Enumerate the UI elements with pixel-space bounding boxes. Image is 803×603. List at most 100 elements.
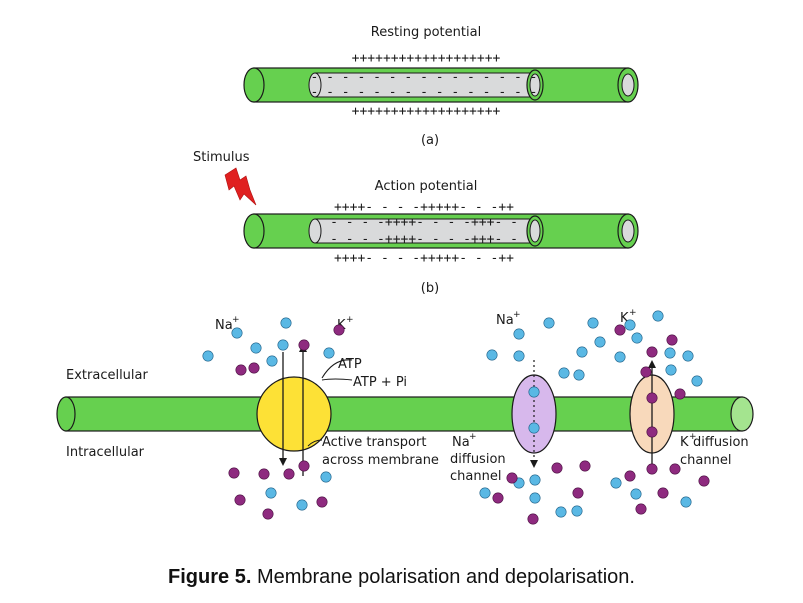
na-channel-top-ion-sup: + xyxy=(513,310,521,320)
potassium-ion xyxy=(298,339,310,351)
potassium-diffusion-channel xyxy=(629,360,675,472)
k-channel-top-ion: K xyxy=(620,311,629,326)
sodium-ion xyxy=(231,327,243,339)
sodium-ion xyxy=(513,350,525,362)
panel-b-outer-bottom-charges: ++++- - - -+++++- - -++ xyxy=(334,251,514,266)
na-channel-label-ion: Na xyxy=(452,435,470,450)
sodium-ion xyxy=(280,317,292,329)
sodium-ion xyxy=(691,375,703,387)
sodium-ion xyxy=(571,505,583,517)
potassium-ion xyxy=(283,468,295,480)
sodium-ion xyxy=(576,346,588,358)
na-channel-top-ion: Na xyxy=(496,313,514,328)
panel-b-title: Action potential xyxy=(375,179,478,194)
sodium-ion xyxy=(543,317,555,329)
sodium-ion xyxy=(323,347,335,359)
k-channel-label-ion-sup: + xyxy=(689,432,697,442)
k-channel-label-ion: K xyxy=(680,435,689,450)
sodium-ion xyxy=(587,317,599,329)
potassium-ion xyxy=(669,463,681,475)
panel-a-title: Resting potential xyxy=(371,25,481,40)
potassium-ion xyxy=(234,494,246,506)
panel-a-label: (a) xyxy=(421,133,439,148)
na-channel-label-ion-sup: + xyxy=(469,432,477,442)
sodium-ion xyxy=(529,492,541,504)
panel-a-inner-top-charges: - - - - - - - - - - - - - - - xyxy=(311,70,538,85)
potassium-ion xyxy=(624,470,636,482)
potassium-ion xyxy=(579,460,591,472)
ion-particles xyxy=(202,310,710,525)
potassium-ion xyxy=(674,388,686,400)
pump-na-label: Na xyxy=(215,318,233,333)
sodium-ion xyxy=(486,349,498,361)
active-transport-line2: across membrane xyxy=(322,453,439,468)
panel-b: Stimulus Action potential ++++- - - -+++… xyxy=(193,150,639,296)
axon-tube-a xyxy=(243,67,639,103)
active-transport-line1: Active transport xyxy=(322,435,426,450)
potassium-ion xyxy=(551,462,563,474)
potassium-ion xyxy=(646,346,658,358)
panel-b-label: (b) xyxy=(421,281,439,296)
panel-b-inner-top-charges: - - - -++++- - - -+++- - xyxy=(330,215,518,230)
extracellular-label: Extracellular xyxy=(66,368,149,383)
potassium-ion xyxy=(666,334,678,346)
potassium-ion xyxy=(248,362,260,374)
sodium-ion xyxy=(296,499,308,511)
sodium-ion xyxy=(631,332,643,344)
potassium-ion xyxy=(646,426,658,438)
potassium-ion xyxy=(298,460,310,472)
sodium-ion xyxy=(614,351,626,363)
sodium-ion xyxy=(513,328,525,340)
sodium-ion xyxy=(479,487,491,499)
intracellular-label: Intracellular xyxy=(66,445,145,460)
potassium-ion xyxy=(492,492,504,504)
potassium-ion xyxy=(635,503,647,515)
na-channel-label-line2: channel xyxy=(450,469,501,484)
potassium-ion xyxy=(316,496,328,508)
sodium-ion xyxy=(624,319,636,331)
panel-c: Extracellular Intracellular Na + K + ATP… xyxy=(56,308,754,525)
panel-b-outer-top-charges: ++++- - - -+++++- - -++ xyxy=(334,200,514,215)
atp-pi-label: ATP + Pi xyxy=(353,375,407,390)
potassium-ion xyxy=(572,487,584,499)
potassium-ion xyxy=(228,467,240,479)
sodium-ion xyxy=(266,355,278,367)
potassium-ion xyxy=(235,364,247,376)
potassium-ion xyxy=(506,472,518,484)
sodium-ion xyxy=(652,310,664,322)
panel-a-outer-top-charges: +++++++++++++++++++ xyxy=(352,51,501,66)
sodium-ion xyxy=(528,422,540,434)
pump-k-superscript: + xyxy=(346,315,354,325)
potassium-ion xyxy=(527,513,539,525)
sodium-ion xyxy=(682,350,694,362)
panel-b-inner-bottom-charges: - - - -++++- - - -+++- - xyxy=(330,232,518,247)
sodium-ion xyxy=(594,336,606,348)
figure-caption: Figure 5. Membrane polarisation and depo… xyxy=(0,566,803,589)
sodium-ion xyxy=(202,350,214,362)
k-channel-label-line2: channel xyxy=(680,453,731,468)
potassium-ion xyxy=(657,487,669,499)
sodium-ion xyxy=(528,386,540,398)
sodium-ion xyxy=(573,369,585,381)
sodium-ion xyxy=(320,471,332,483)
potassium-ion xyxy=(646,392,658,404)
stimulus-lightning-icon xyxy=(224,167,257,206)
sodium-ion xyxy=(664,347,676,359)
potassium-ion xyxy=(258,468,270,480)
k-channel-label-line1: diffusion xyxy=(693,435,749,450)
caption-prefix: Figure 5. xyxy=(168,566,252,588)
k-channel-top-ion-sup: + xyxy=(629,308,637,318)
na-channel-label-line1: diffusion xyxy=(450,452,506,467)
sodium-ion xyxy=(555,506,567,518)
atp-label: ATP xyxy=(338,357,362,372)
sodium-ion xyxy=(680,496,692,508)
panel-a-inner-bottom-charges: - - - - - - - - - - - - - - - xyxy=(311,85,538,100)
caption-text: Membrane polarisation and depolarisation… xyxy=(251,566,635,588)
potassium-ion xyxy=(614,324,626,336)
cell-membrane xyxy=(56,396,754,432)
sodium-ion xyxy=(610,477,622,489)
axon-tube-b xyxy=(243,213,639,249)
sodium-ion xyxy=(665,364,677,376)
potassium-ion xyxy=(646,463,658,475)
